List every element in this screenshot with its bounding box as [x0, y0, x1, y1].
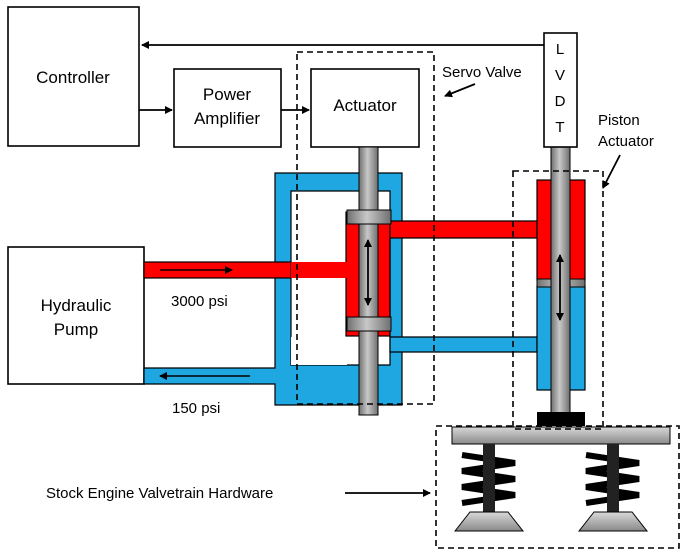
piston-actuator-pointer: [602, 154, 621, 189]
valvetrain-hardware: [451, 426, 671, 532]
controller-label: Controller: [36, 68, 110, 87]
servo-valve-hydraulics: [143, 172, 538, 406]
actuator-label: Actuator: [333, 96, 397, 115]
valvetrain-dashed-boundary: [435, 425, 680, 549]
actuator-block: Actuator: [310, 68, 420, 148]
piston-actuator-dashed-boundary: [512, 170, 604, 430]
lvdt-letter-t: T: [555, 119, 564, 136]
hydraulic-pump-block: Hydraulic Pump: [7, 246, 145, 385]
hydraulic-pump-label-2: Pump: [54, 320, 98, 339]
return-pressure-label: 150 psi: [172, 400, 220, 417]
valvetrain-label: Stock Engine Valvetrain Hardware: [46, 485, 273, 502]
lvdt-letter-d: D: [555, 93, 566, 110]
lvdt-letter-l: L: [556, 41, 564, 58]
lvdt-sensor: L V D T: [543, 32, 578, 148]
servo-valve-dashed-boundary: [296, 51, 435, 405]
controller-block: Controller: [7, 6, 140, 147]
hydraulic-pump-label-1: Hydraulic: [41, 296, 112, 315]
power-amplifier-label-1: Power: [203, 85, 252, 104]
supply-pressure-label: 3000 psi: [171, 293, 228, 310]
lvdt-letter-v: V: [555, 67, 565, 84]
piston-actuator-label-2: Actuator: [598, 133, 654, 150]
servo-valve-label: Servo Valve: [442, 64, 522, 81]
power-amplifier-label-2: Amplifier: [194, 109, 260, 128]
servo-spool: [346, 146, 392, 416]
piston-actuator-label-1: Piston: [598, 112, 640, 129]
power-amplifier-block: Power Amplifier: [173, 68, 282, 148]
servo-valve-pointer: [444, 83, 476, 98]
